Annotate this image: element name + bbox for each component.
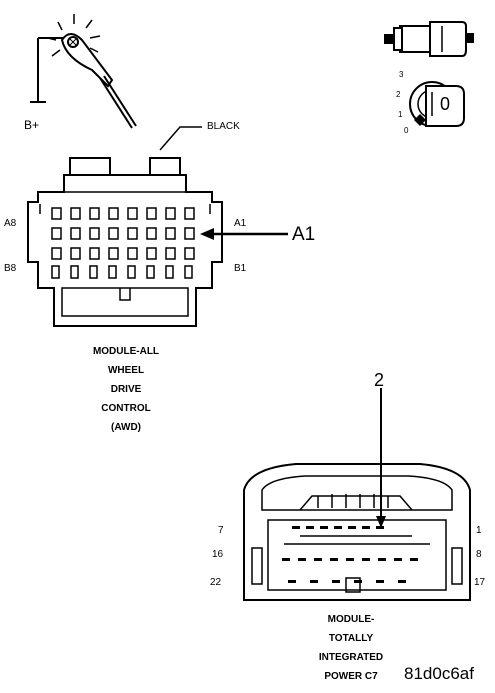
- tipm-pin-cavity: [306, 526, 314, 529]
- awd-pin-cavity: [146, 265, 155, 279]
- awd-pin-cavity: [165, 227, 176, 240]
- tipm-pin-cavity: [310, 580, 318, 583]
- awd-pin-cavity: [146, 207, 157, 220]
- pin-22-label: 22: [210, 577, 222, 588]
- tipm-pin-cavity: [354, 580, 362, 583]
- awd-pin-cavity: [51, 227, 62, 240]
- awd-pin-cavity: [146, 247, 157, 260]
- awd-pin-cavity: [70, 265, 79, 279]
- pin-b1-label: B1: [234, 263, 247, 274]
- tipm-module-caption: MODULE- TOTALLY INTEGRATED POWER C7: [296, 610, 406, 686]
- tipm-pin-cavity: [378, 558, 386, 561]
- awd-pin-cavity: [51, 265, 60, 279]
- tipm-pin-cavity: [362, 558, 370, 561]
- tipm-pin-cavity: [282, 558, 290, 561]
- awd-caption-line: (AWD): [111, 422, 141, 433]
- awd-pin-cavity: [127, 247, 138, 260]
- pin-a8-label: A8: [4, 218, 17, 229]
- tipm-pin-cavity: [398, 580, 406, 583]
- awd-caption-line: CONTROL: [101, 403, 151, 414]
- ignition-key-icon: [409, 81, 465, 127]
- awd-pin-cavity: [165, 265, 174, 279]
- test-light-probe-icon: [47, 14, 137, 129]
- tipm-pin-cavity: [320, 526, 328, 529]
- ignition-position-3: 3: [399, 70, 404, 79]
- tipm-pin-cavity: [288, 580, 296, 583]
- tipm-caption-line: INTEGRATED: [318, 652, 384, 663]
- awd-pin-cavity: [184, 207, 195, 220]
- tipm-caption-line: POWER C7: [324, 671, 378, 682]
- awd-pin-cavity: [108, 265, 117, 279]
- tipm-pin-cavity: [376, 580, 384, 583]
- tipm-pin-cavity: [394, 558, 402, 561]
- pin-7-label: 7: [218, 525, 224, 536]
- awd-pin-cavity: [127, 265, 136, 279]
- tipm-c7-connector-body: [243, 463, 471, 601]
- tipm-pin-cavity: [330, 558, 338, 561]
- awd-pin-cavity: [89, 247, 100, 260]
- awd-caption-line: WHEEL: [107, 365, 145, 376]
- tipm-pin-cavity: [346, 558, 354, 561]
- b-plus-label: B+: [24, 118, 40, 132]
- black-wire-leader: [159, 126, 202, 151]
- pin-17-label: 17: [474, 577, 486, 588]
- ignition-position-1: 1: [398, 110, 403, 119]
- awd-pin-cavity: [89, 207, 100, 220]
- awd-pin-cavity: [165, 207, 176, 220]
- tipm-pin-cavity: [348, 526, 356, 529]
- awd-pin-cavity: [70, 207, 81, 220]
- ignition-key-label: 0: [440, 94, 451, 114]
- ignition-position-0: 0: [404, 126, 409, 135]
- tipm-pin-cavity: [410, 558, 418, 561]
- tipm-pin-cavity: [332, 580, 340, 583]
- tipm-pin-cavity: [292, 526, 300, 529]
- awd-pin-cavity: [51, 247, 62, 260]
- pin-2-callout-arrow: [376, 388, 386, 528]
- pin-1-label: 1: [476, 525, 482, 536]
- awd-pin-cavity: [89, 265, 98, 279]
- tipm-pin-cavity: [362, 526, 370, 529]
- awd-caption-line: MODULE-ALL: [92, 346, 160, 357]
- pin-a1-label: A1: [234, 218, 247, 229]
- ignition-switch-icon: [384, 21, 474, 57]
- pin-16-label: 16: [212, 549, 224, 560]
- pin-2-callout-label: 2: [374, 370, 385, 390]
- tipm-pin-cavity: [334, 526, 342, 529]
- awd-pin-cavity: [127, 207, 138, 220]
- awd-pin-cavity: [184, 265, 193, 279]
- awd-pin-grid: [51, 207, 195, 279]
- a1-callout-label: A1: [292, 224, 316, 245]
- awd-pin-cavity: [70, 247, 81, 260]
- awd-pin-cavity: [70, 227, 81, 240]
- awd-pin-cavity: [146, 227, 157, 240]
- awd-pin-cavity: [127, 227, 138, 240]
- tipm-pin-cavity: [376, 526, 384, 529]
- ignition-position-2: 2: [396, 90, 401, 99]
- awd-connector-body: [27, 157, 223, 327]
- awd-pin-cavity: [184, 227, 195, 240]
- a1-callout-arrow: [200, 228, 288, 240]
- awd-pin-cavity: [89, 227, 100, 240]
- awd-pin-cavity: [108, 247, 119, 260]
- awd-pin-cavity: [184, 247, 195, 260]
- awd-pin-cavity: [165, 247, 176, 260]
- tipm-caption-line: TOTALLY: [328, 633, 374, 644]
- awd-pin-cavity: [108, 207, 119, 220]
- awd-pin-cavity: [108, 227, 119, 240]
- tipm-pin-grid: [282, 526, 418, 583]
- tipm-pin-cavity: [298, 558, 306, 561]
- black-wire-label: BLACK: [207, 121, 240, 132]
- tipm-pin-cavity: [314, 558, 322, 561]
- pin-8-label: 8: [476, 549, 482, 560]
- pin-b8-label: B8: [4, 263, 17, 274]
- awd-module-caption: MODULE-ALL WHEEL DRIVE CONTROL (AWD): [56, 342, 196, 437]
- tipm-caption-line: MODULE-: [327, 614, 375, 625]
- awd-pin-cavity: [51, 207, 62, 220]
- awd-caption-line: DRIVE: [110, 384, 142, 395]
- figure-id-label: 81d0c6af: [404, 664, 474, 683]
